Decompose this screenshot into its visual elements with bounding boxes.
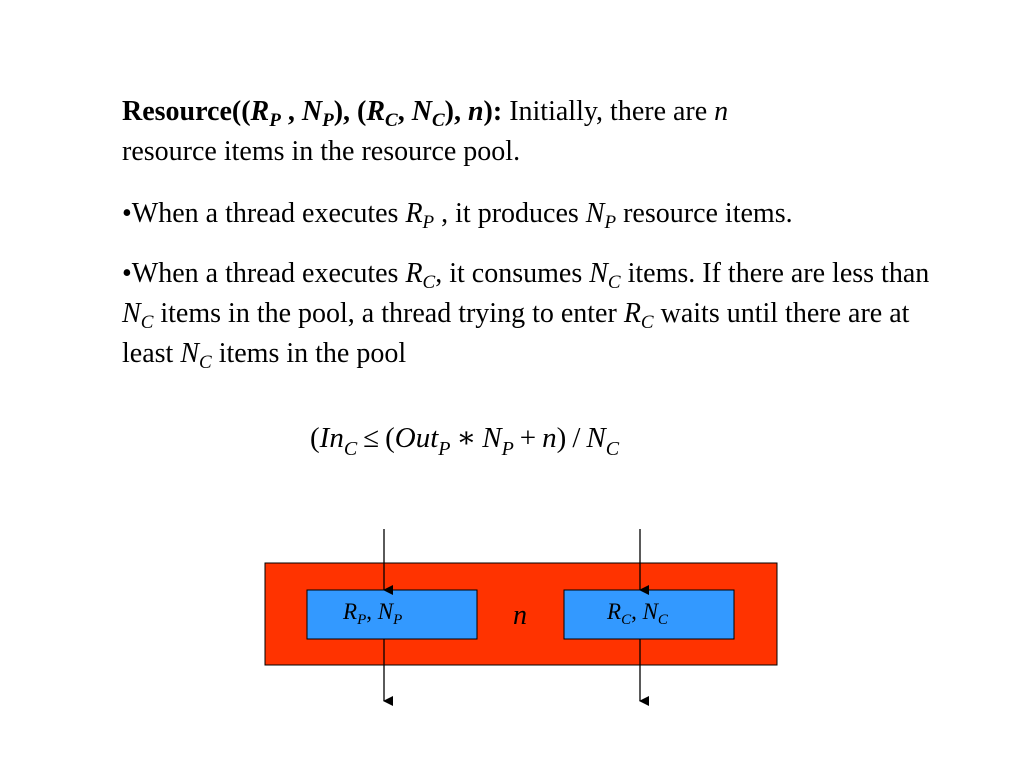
bullet2-n3: N xyxy=(180,338,199,369)
bullet1-r: R xyxy=(405,198,423,229)
bullet2-mid2: items. If there are less than xyxy=(620,258,930,289)
heading-desc1: Initially, there are xyxy=(502,96,715,127)
formula-slash: / xyxy=(572,422,581,454)
bullet2-n1: N xyxy=(589,258,608,289)
bullet1-mid: , it produces xyxy=(434,198,586,229)
heading-nc-sub: C xyxy=(431,110,445,131)
heading-nc: N xyxy=(411,96,432,127)
formula-leq: ≤ xyxy=(363,422,380,454)
heading-sep1: , xyxy=(280,96,302,127)
formula-nc-sub: C xyxy=(605,438,620,460)
producer-label: RP, NP xyxy=(343,598,403,628)
consumer-box xyxy=(563,589,735,640)
bullet1-lead: •When a thread executes xyxy=(122,198,406,229)
consumer-n: N xyxy=(642,599,658,624)
bullet1-r-sub: P xyxy=(422,212,435,233)
formula-times: ∗ xyxy=(456,422,477,454)
heading-resource: Resource(( xyxy=(122,96,251,127)
bullet2-n1-sub: C xyxy=(607,272,621,293)
producer-box xyxy=(306,589,478,640)
bullet-consume: •When a thread executes RC, it consumes … xyxy=(122,254,962,374)
producer-r: R xyxy=(343,599,358,624)
bullet1-n-sub: P xyxy=(604,212,617,233)
slide-text: Resource((RP , NP), (RC, NC), n): Initia… xyxy=(122,92,962,374)
consumer-sep: , xyxy=(631,599,643,624)
formula-np: N xyxy=(482,422,502,454)
formula-out: Out xyxy=(394,422,439,454)
heading-np: N xyxy=(301,96,323,127)
formula-nc: N xyxy=(586,422,606,454)
heading-desc-n: n xyxy=(714,96,729,127)
heading-rc: R xyxy=(366,96,386,127)
bullet2-n2: N xyxy=(122,298,141,329)
bullet2-r2: R xyxy=(623,298,641,329)
consumer-label: RC, NC xyxy=(607,598,668,628)
pool-count-label: n xyxy=(513,600,527,631)
heading-n: n xyxy=(467,96,484,127)
bullet-produce: •When a thread executes RP , it produces… xyxy=(122,194,962,234)
formula-open2: ( xyxy=(385,422,395,454)
bullet2-mid4: waits until there are at least xyxy=(122,298,910,369)
bullet2-n3-sub: C xyxy=(199,352,212,373)
heading-sep2: , xyxy=(397,96,412,127)
formula-open: ( xyxy=(310,422,320,454)
heading-desc2: resource items in the resource pool. xyxy=(122,136,521,167)
heading-rp-sub: P xyxy=(269,110,281,131)
condition-formula: (InC≤(OutP∗NP+n)/NC xyxy=(310,418,620,460)
heading-tail: ), xyxy=(444,96,468,127)
bullet1-tail: resource items. xyxy=(616,198,793,229)
heading-close: ): xyxy=(483,96,503,127)
heading-paragraph: Resource((RP , NP), (RC, NC), n): Initia… xyxy=(122,92,962,172)
bullet2-n2-sub: C xyxy=(140,312,154,333)
formula-plus: + xyxy=(519,422,537,454)
bullet2-mid1: , it consumes xyxy=(435,258,590,289)
heading-np-sub: P xyxy=(322,110,334,131)
heading-rc-sub: C xyxy=(385,110,398,131)
bullet2-r1: R xyxy=(405,258,423,289)
consumer-n-sub: C xyxy=(657,612,668,628)
producer-n-sub: P xyxy=(393,612,403,628)
formula-close: ) xyxy=(556,422,567,454)
bullet2-tail: items in the pool xyxy=(211,338,407,369)
bullet2-lead: •When a thread executes xyxy=(122,258,406,289)
heading-mid: ), ( xyxy=(333,96,367,127)
formula-out-sub: P xyxy=(438,438,451,460)
bullet2-r1-sub: C xyxy=(422,272,436,293)
formula-n: n xyxy=(542,422,557,454)
producer-n: N xyxy=(377,599,394,624)
bullet1-n: N xyxy=(585,198,605,229)
consumer-r-sub: C xyxy=(621,612,632,628)
bullet2-r2-sub: C xyxy=(640,312,654,333)
heading-rp: R xyxy=(250,96,270,127)
consumer-r: R xyxy=(607,599,622,624)
formula-np-sub: P xyxy=(501,438,514,460)
producer-sep: , xyxy=(366,599,378,624)
formula-in-sub: C xyxy=(343,438,358,460)
bullet2-mid3: items in the pool, a thread trying to en… xyxy=(153,298,624,329)
formula-in: In xyxy=(319,422,344,454)
producer-r-sub: P xyxy=(357,612,367,628)
